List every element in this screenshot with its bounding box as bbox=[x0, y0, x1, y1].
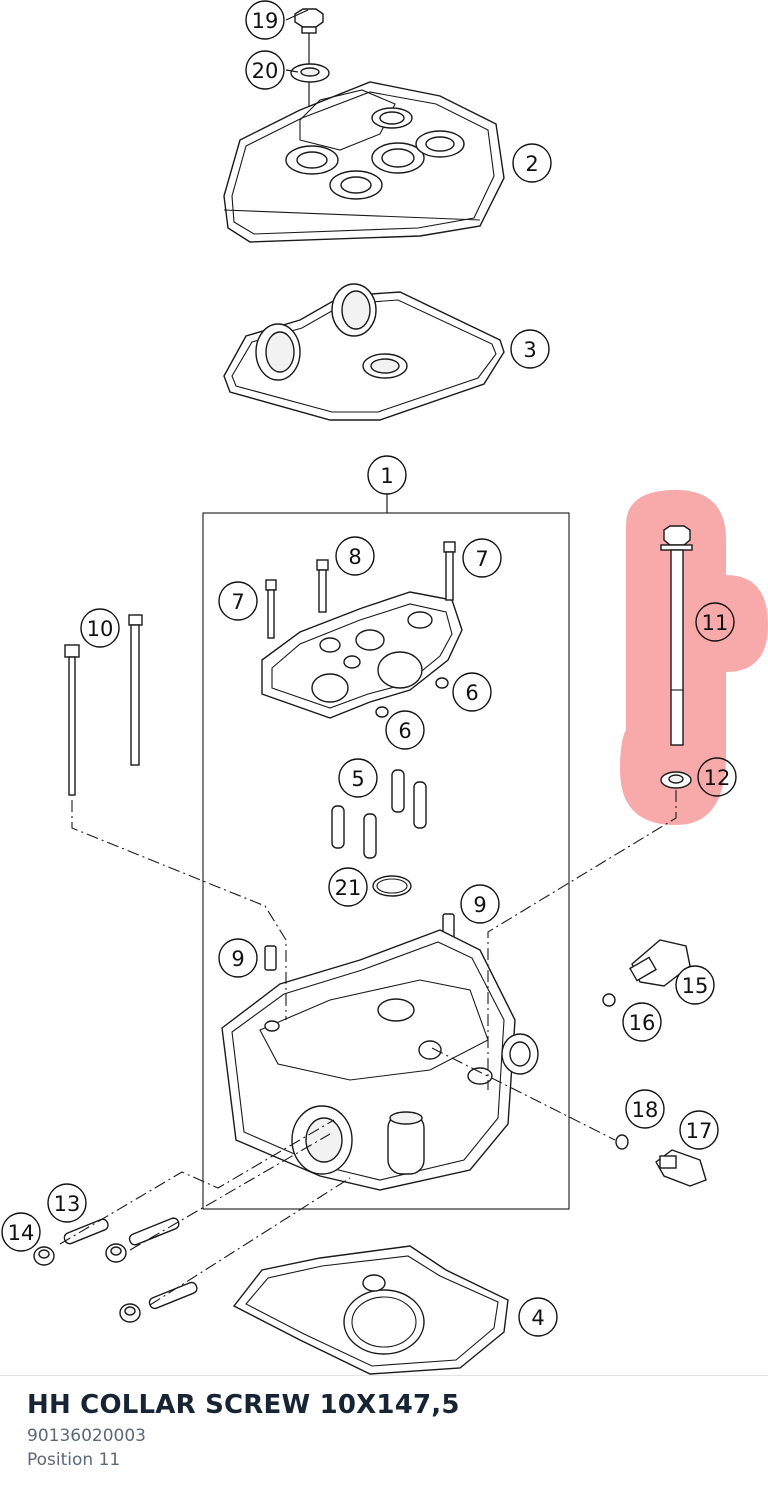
switch-seal-ring[interactable] bbox=[615, 1134, 629, 1150]
part-title: HH COLLAR SCREW 10X147,5 bbox=[27, 1390, 460, 1420]
svg-text:13: 13 bbox=[54, 1192, 81, 1216]
collar-screw[interactable] bbox=[660, 525, 693, 746]
callout-18[interactable]: 18 bbox=[625, 1089, 665, 1129]
callout-21[interactable]: 21 bbox=[328, 867, 368, 907]
callout-12[interactable]: 12 bbox=[697, 757, 737, 797]
o-ring[interactable] bbox=[372, 875, 412, 897]
exhaust-stud[interactable] bbox=[148, 1281, 198, 1310]
callout-8[interactable]: 8 bbox=[335, 536, 375, 576]
valve-guide[interactable] bbox=[391, 769, 405, 813]
callout-15[interactable]: 15 bbox=[675, 965, 715, 1005]
svg-text:21: 21 bbox=[335, 876, 362, 900]
part-details-panel: HH COLLAR SCREW 10X147,5 90136020003 Pos… bbox=[0, 1375, 768, 1492]
svg-text:15: 15 bbox=[682, 974, 709, 998]
svg-text:2: 2 bbox=[525, 152, 538, 176]
callout-4[interactable]: 4 bbox=[518, 1297, 558, 1337]
collar-nut[interactable] bbox=[119, 1303, 141, 1323]
camshaft-carrier[interactable] bbox=[261, 591, 463, 719]
callout-3[interactable]: 3 bbox=[510, 329, 550, 369]
valve-cover-gasket[interactable] bbox=[223, 283, 505, 421]
cylinder-head-screw[interactable] bbox=[64, 644, 80, 796]
svg-text:7: 7 bbox=[475, 547, 488, 571]
sensor-seal-ring[interactable] bbox=[602, 993, 616, 1007]
svg-text:19: 19 bbox=[252, 9, 279, 33]
carrier-bolt[interactable] bbox=[265, 579, 277, 639]
svg-text:12: 12 bbox=[704, 766, 731, 790]
svg-text:9: 9 bbox=[231, 947, 244, 971]
svg-text:6: 6 bbox=[465, 681, 478, 705]
cylinder-head[interactable] bbox=[221, 929, 539, 1191]
part-number: 90136020003 bbox=[27, 1426, 146, 1446]
dowel-pin[interactable] bbox=[264, 945, 277, 971]
svg-text:16: 16 bbox=[629, 1011, 656, 1035]
exhaust-stud[interactable] bbox=[63, 1218, 110, 1245]
callout-10[interactable]: 10 bbox=[80, 608, 120, 648]
callout-14[interactable]: 14 bbox=[1, 1212, 41, 1252]
svg-text:1: 1 bbox=[380, 464, 393, 488]
cylinder-head-gasket[interactable] bbox=[232, 1245, 509, 1375]
callout-17[interactable]: 17 bbox=[679, 1110, 719, 1150]
oil-pressure-switch[interactable] bbox=[655, 1149, 707, 1187]
callout-6[interactable]: 6 bbox=[385, 710, 425, 750]
selected-part-highlight[interactable] bbox=[620, 490, 768, 825]
svg-text:3: 3 bbox=[523, 338, 536, 362]
cylinder-head-assembly-box bbox=[202, 493, 570, 1210]
svg-text:18: 18 bbox=[632, 1098, 659, 1122]
callout-9[interactable]: 9 bbox=[460, 884, 500, 924]
svg-text:6: 6 bbox=[398, 719, 411, 743]
part-position: Position 11 bbox=[27, 1450, 121, 1470]
carrier-bolt[interactable] bbox=[316, 559, 329, 613]
callout-2[interactable]: 2 bbox=[512, 143, 552, 183]
valve-guide[interactable] bbox=[331, 805, 345, 849]
callout-6[interactable]: 6 bbox=[452, 672, 492, 712]
callout-9[interactable]: 9 bbox=[218, 938, 258, 978]
exploded-parts-diagram: 19 20 2 3 1 8 7 7 6 6 5 10 bbox=[1, 0, 768, 1375]
callout-7[interactable]: 7 bbox=[462, 538, 502, 578]
svg-text:11: 11 bbox=[702, 611, 729, 635]
valve-cover[interactable] bbox=[223, 81, 505, 243]
collar-nut[interactable] bbox=[105, 1243, 127, 1263]
callout-20[interactable]: 20 bbox=[245, 50, 285, 90]
callout-5[interactable]: 5 bbox=[338, 758, 378, 798]
svg-text:9: 9 bbox=[473, 893, 486, 917]
callout-19[interactable]: 19 bbox=[245, 0, 285, 40]
carrier-bolt[interactable] bbox=[443, 541, 456, 601]
stud-bolt[interactable] bbox=[128, 614, 143, 766]
svg-text:17: 17 bbox=[686, 1119, 713, 1143]
callout-7[interactable]: 7 bbox=[218, 581, 258, 621]
callout-1[interactable]: 1 bbox=[367, 455, 407, 495]
svg-text:4: 4 bbox=[531, 1306, 544, 1330]
valve-guide[interactable] bbox=[363, 813, 377, 859]
exhaust-stud[interactable] bbox=[128, 1217, 180, 1247]
svg-text:7: 7 bbox=[231, 590, 244, 614]
valve-guide[interactable] bbox=[413, 781, 427, 829]
svg-text:20: 20 bbox=[252, 59, 279, 83]
callout-11[interactable]: 11 bbox=[695, 602, 735, 642]
cover-seal-washer[interactable] bbox=[290, 63, 330, 83]
collar-washer[interactable] bbox=[660, 771, 692, 789]
collar-nut[interactable] bbox=[33, 1246, 55, 1266]
svg-text:8: 8 bbox=[348, 545, 361, 569]
svg-text:10: 10 bbox=[87, 617, 114, 641]
callout-leaders bbox=[285, 9, 309, 73]
svg-text:14: 14 bbox=[8, 1221, 35, 1245]
callout-16[interactable]: 16 bbox=[622, 1002, 662, 1042]
dowel-sleeve[interactable] bbox=[375, 706, 389, 718]
dowel-sleeve[interactable] bbox=[435, 677, 449, 689]
callout-13[interactable]: 13 bbox=[47, 1183, 87, 1223]
assembly-lines bbox=[59, 790, 677, 1306]
svg-text:5: 5 bbox=[351, 767, 364, 791]
